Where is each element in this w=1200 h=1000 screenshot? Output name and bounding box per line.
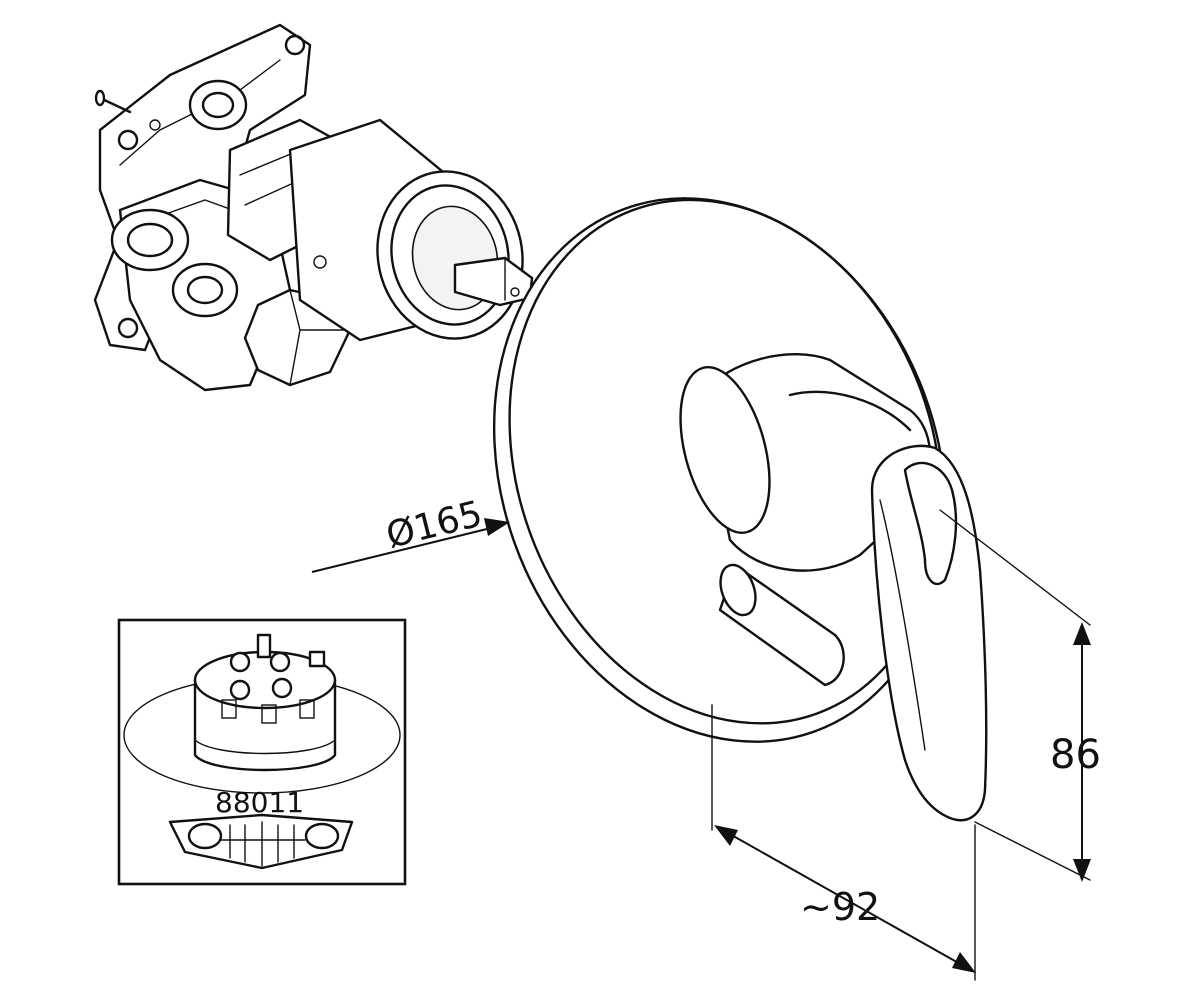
dimension-depth: ~92: [711, 704, 976, 981]
dimension-height: 86: [939, 509, 1101, 882]
height-label: 86: [1050, 732, 1101, 778]
depth-label: ~92: [800, 885, 880, 929]
concealed-valve-body: [93, 23, 534, 392]
part-number: 88011: [215, 786, 304, 819]
trim-assembly: [492, 197, 988, 822]
cartridge-module: [193, 633, 337, 772]
rough-in-inset: 88011: [117, 618, 407, 886]
lever-handle: [870, 444, 988, 822]
diameter-label: Ø165: [382, 493, 486, 556]
mounting-base: [168, 813, 354, 870]
diverter-knob: [718, 563, 845, 687]
dimension-diameter: Ø165: [311, 493, 510, 573]
